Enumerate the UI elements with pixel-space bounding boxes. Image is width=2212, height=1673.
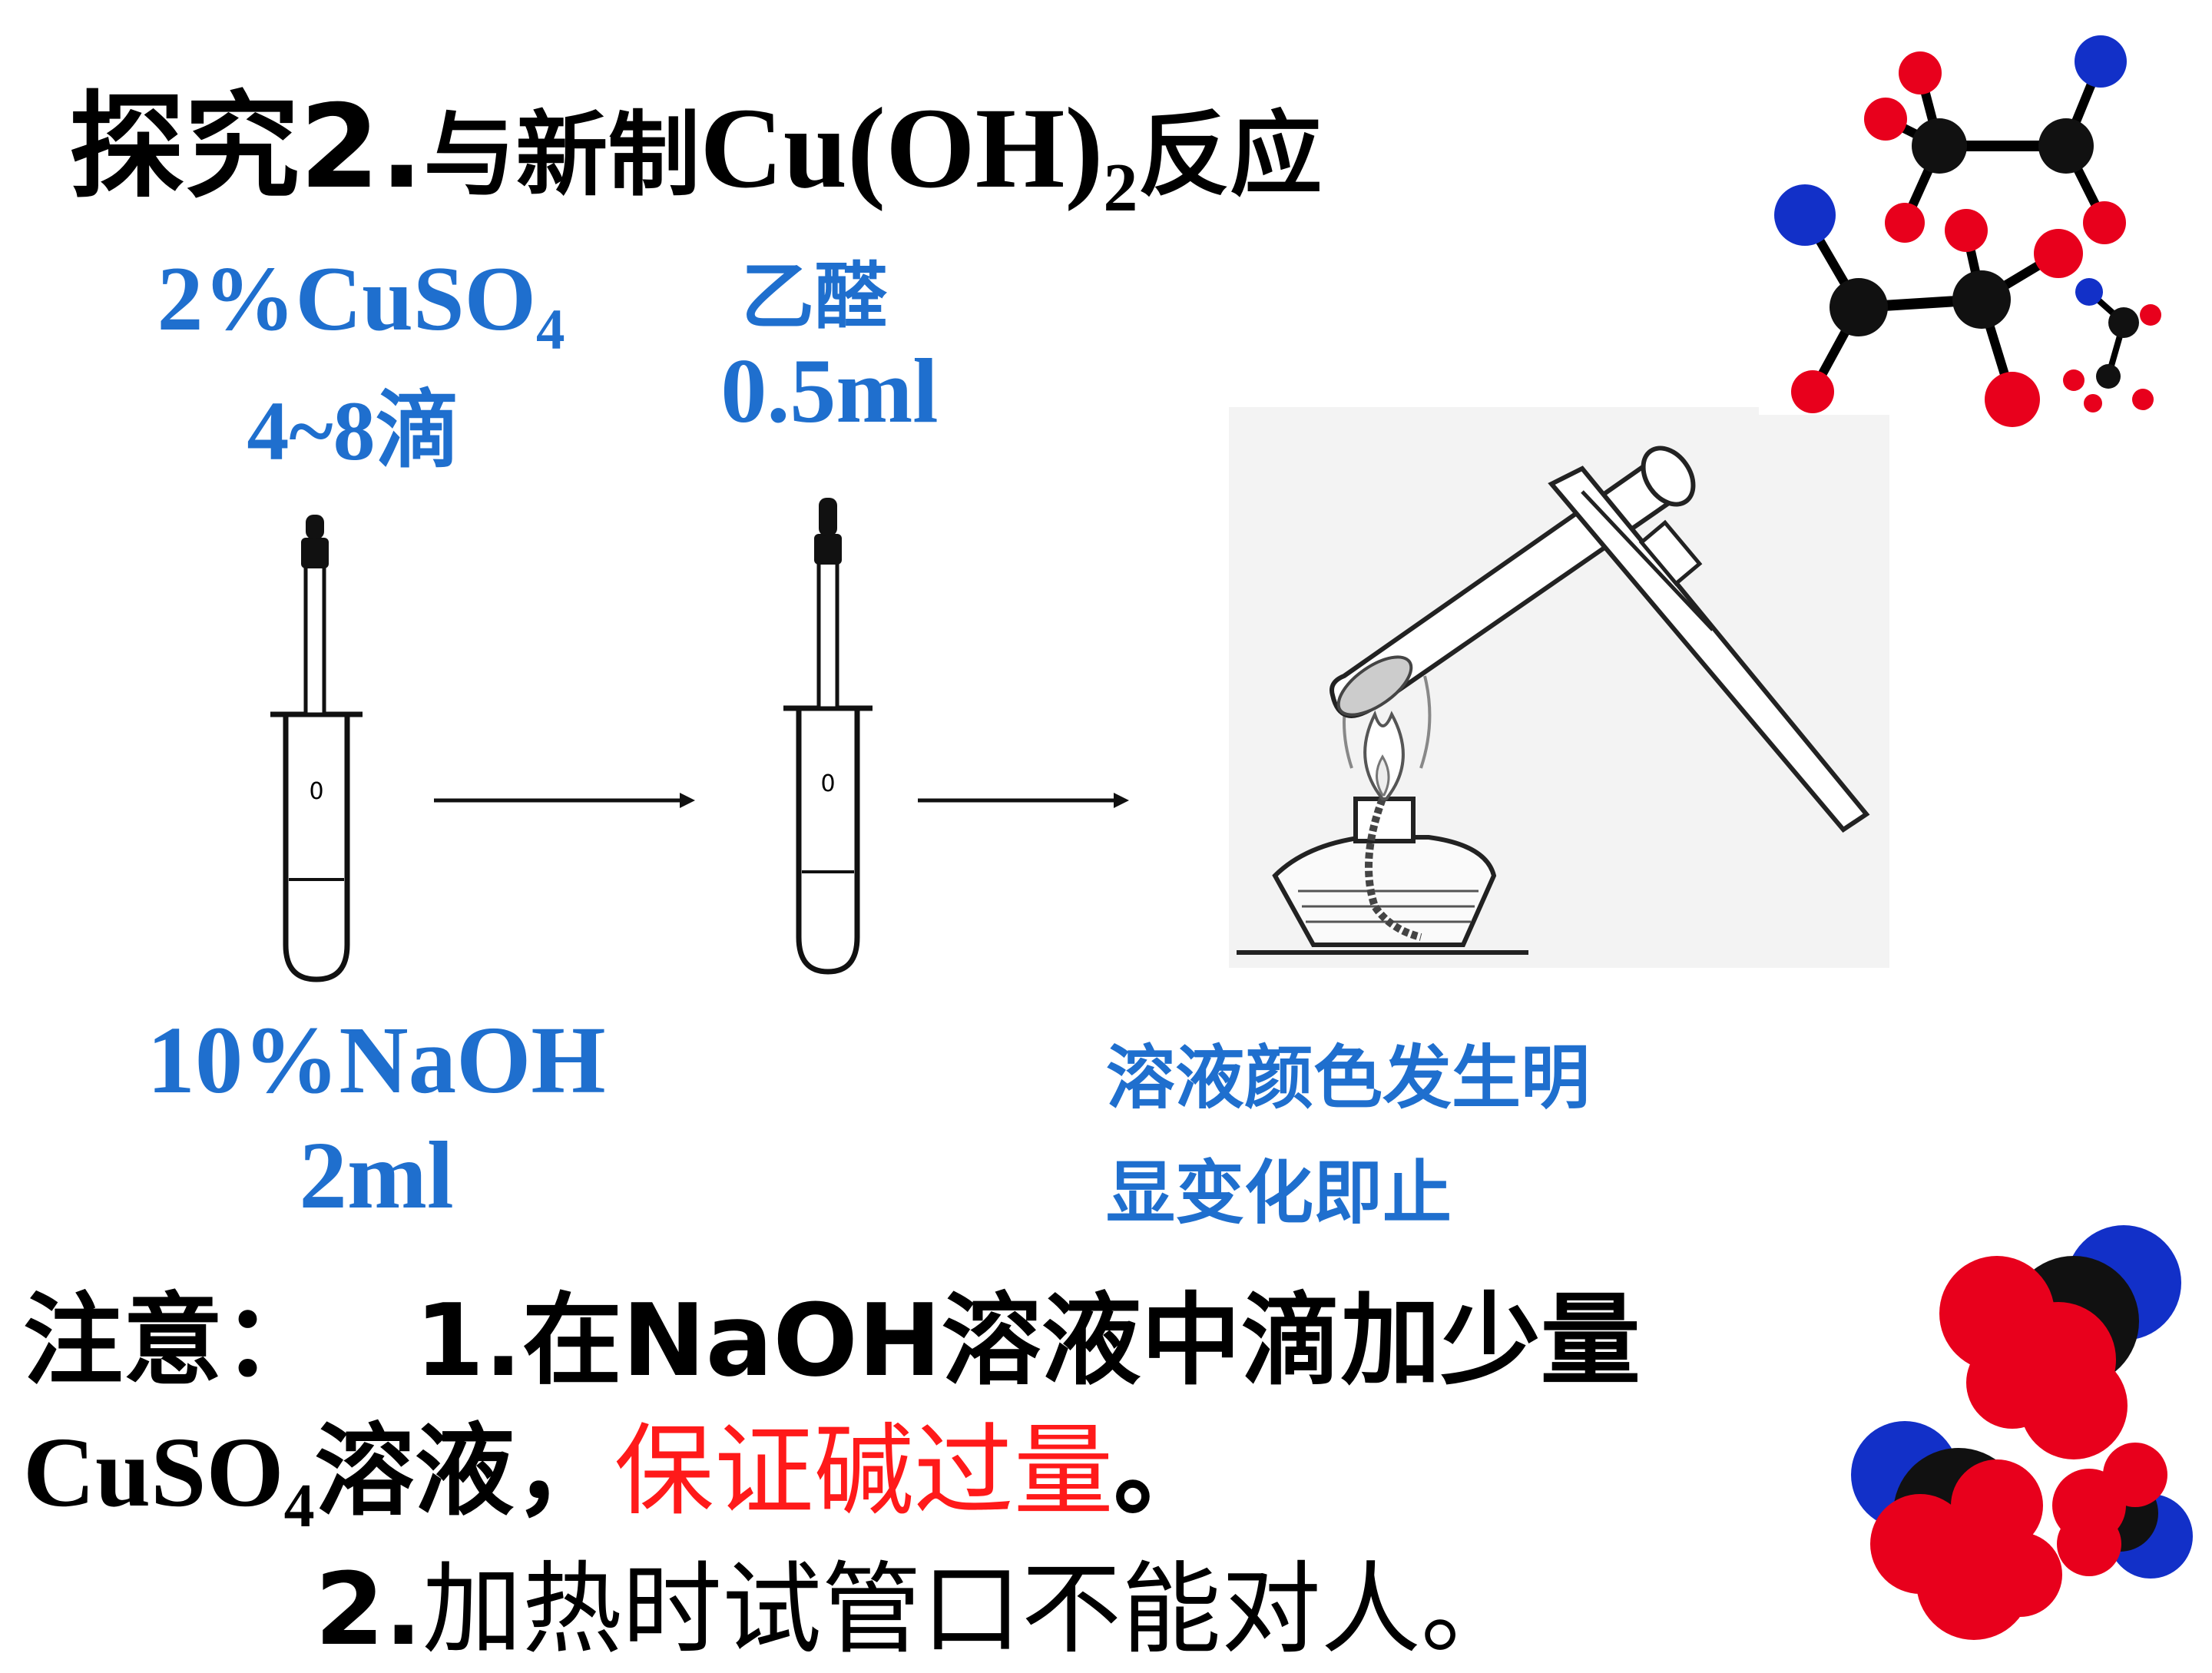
note-emphasis: 保证碱过量	[614, 1413, 1114, 1529]
result-text-line2: 显变化即止	[1106, 1153, 1452, 1234]
result-text-line1: 溶液颜色发生明	[1106, 1038, 1590, 1118]
reagent-cuso4-label: 2%CuSO4	[157, 247, 565, 362]
reagent-cuso4-amount: 4~8滴	[247, 384, 460, 478]
note-line2: CuSO4溶液，保证碱过量。	[23, 1413, 1214, 1540]
reagent-acetaldehyde-label: 乙醛	[740, 255, 887, 340]
arrow-1	[434, 793, 695, 808]
reagent-naoh-label: 10%NaOH	[147, 1008, 606, 1114]
molecule-space-filling	[1851, 1225, 2193, 1640]
page-title: 探究2.与新制Cu(OH)2反应	[69, 81, 1323, 226]
dropper-1	[301, 515, 329, 717]
reagent-acetaldehyde-amount: 0.5ml	[720, 340, 939, 442]
test-tube-2	[783, 705, 873, 975]
tube-1-mark: 0	[309, 778, 323, 805]
note-line1: 注意：1.在NaOH溶液中滴加少量	[23, 1282, 1641, 1399]
heating-apparatus	[1229, 407, 1889, 968]
test-tube-1	[270, 711, 363, 982]
dropper-2	[814, 498, 842, 711]
reagent-naoh-amount: 2ml	[299, 1123, 454, 1229]
arrow-2	[918, 793, 1129, 808]
tube-2-mark: 0	[820, 770, 835, 797]
molecule-ball-stick	[1759, 31, 2212, 427]
note-line3: 2.加热时试管口不能对人。	[315, 1551, 1521, 1668]
